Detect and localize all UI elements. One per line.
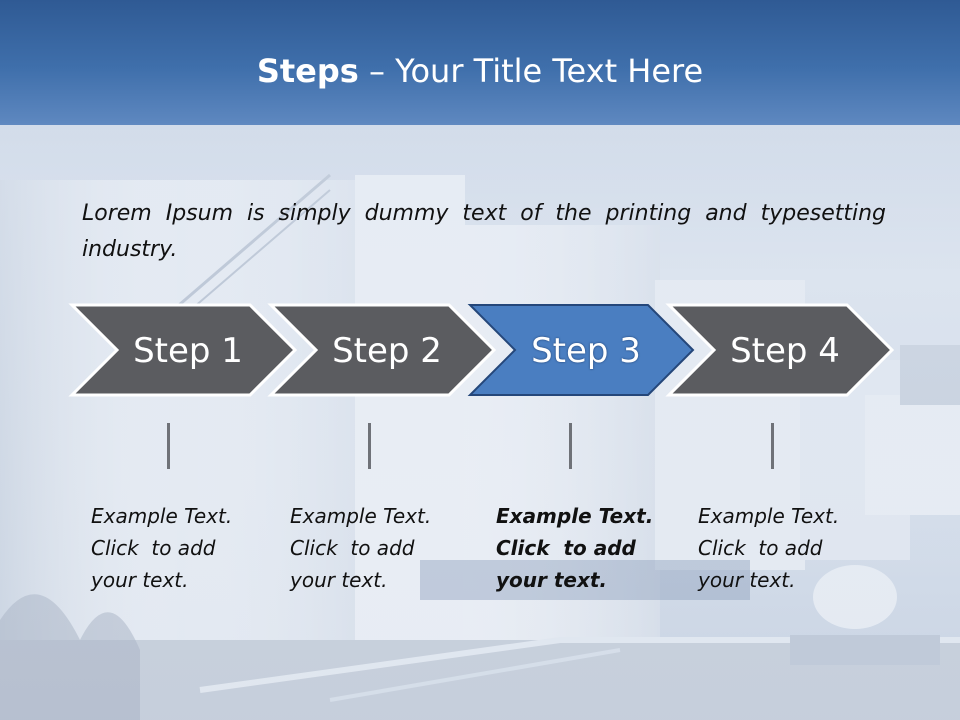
note-line: your text. <box>91 568 189 592</box>
step-2-label: Step 2 <box>332 331 442 371</box>
note-line: Example Text. <box>496 504 654 528</box>
step-4-note[interactable]: Example Text. Click to add your text. <box>698 500 868 596</box>
slide-title[interactable]: Steps – Your Title Text Here <box>0 52 960 90</box>
step-4-label: Step 4 <box>730 331 840 371</box>
step-1-label: Step 1 <box>133 331 243 371</box>
note-line: your text. <box>698 568 796 592</box>
step-1-note[interactable]: Example Text. Click to add your text. <box>91 500 261 596</box>
note-line: Click to add <box>290 536 415 560</box>
note-line: your text. <box>496 568 608 592</box>
step-1-connector <box>167 423 170 469</box>
background-wash <box>0 125 960 720</box>
title-rest-part: – Your Title Text Here <box>358 52 704 90</box>
note-line: Example Text. <box>290 504 432 528</box>
step-3-connector <box>569 423 572 469</box>
note-line: Click to add <box>496 536 636 560</box>
note-line: Click to add <box>91 536 216 560</box>
note-line: Click to add <box>698 536 823 560</box>
step-4-arrow[interactable] <box>665 303 895 397</box>
step-3-note[interactable]: Example Text. Click to add your text. <box>496 500 666 596</box>
step-2-arrow[interactable] <box>267 303 497 397</box>
step-2-connector <box>368 423 371 469</box>
note-line: your text. <box>290 568 388 592</box>
step-3-label: Step 3 <box>531 331 641 371</box>
step-2-note[interactable]: Example Text. Click to add your text. <box>290 500 460 596</box>
step-4-connector <box>771 423 774 469</box>
step-1-arrow[interactable] <box>68 303 298 397</box>
title-bold-part: Steps <box>256 52 359 90</box>
intro-text[interactable]: Lorem Ipsum is simply dummy text of the … <box>82 201 886 262</box>
step-3-arrow[interactable] <box>467 304 695 396</box>
note-line: Example Text. <box>91 504 233 528</box>
note-line: Example Text. <box>698 504 840 528</box>
